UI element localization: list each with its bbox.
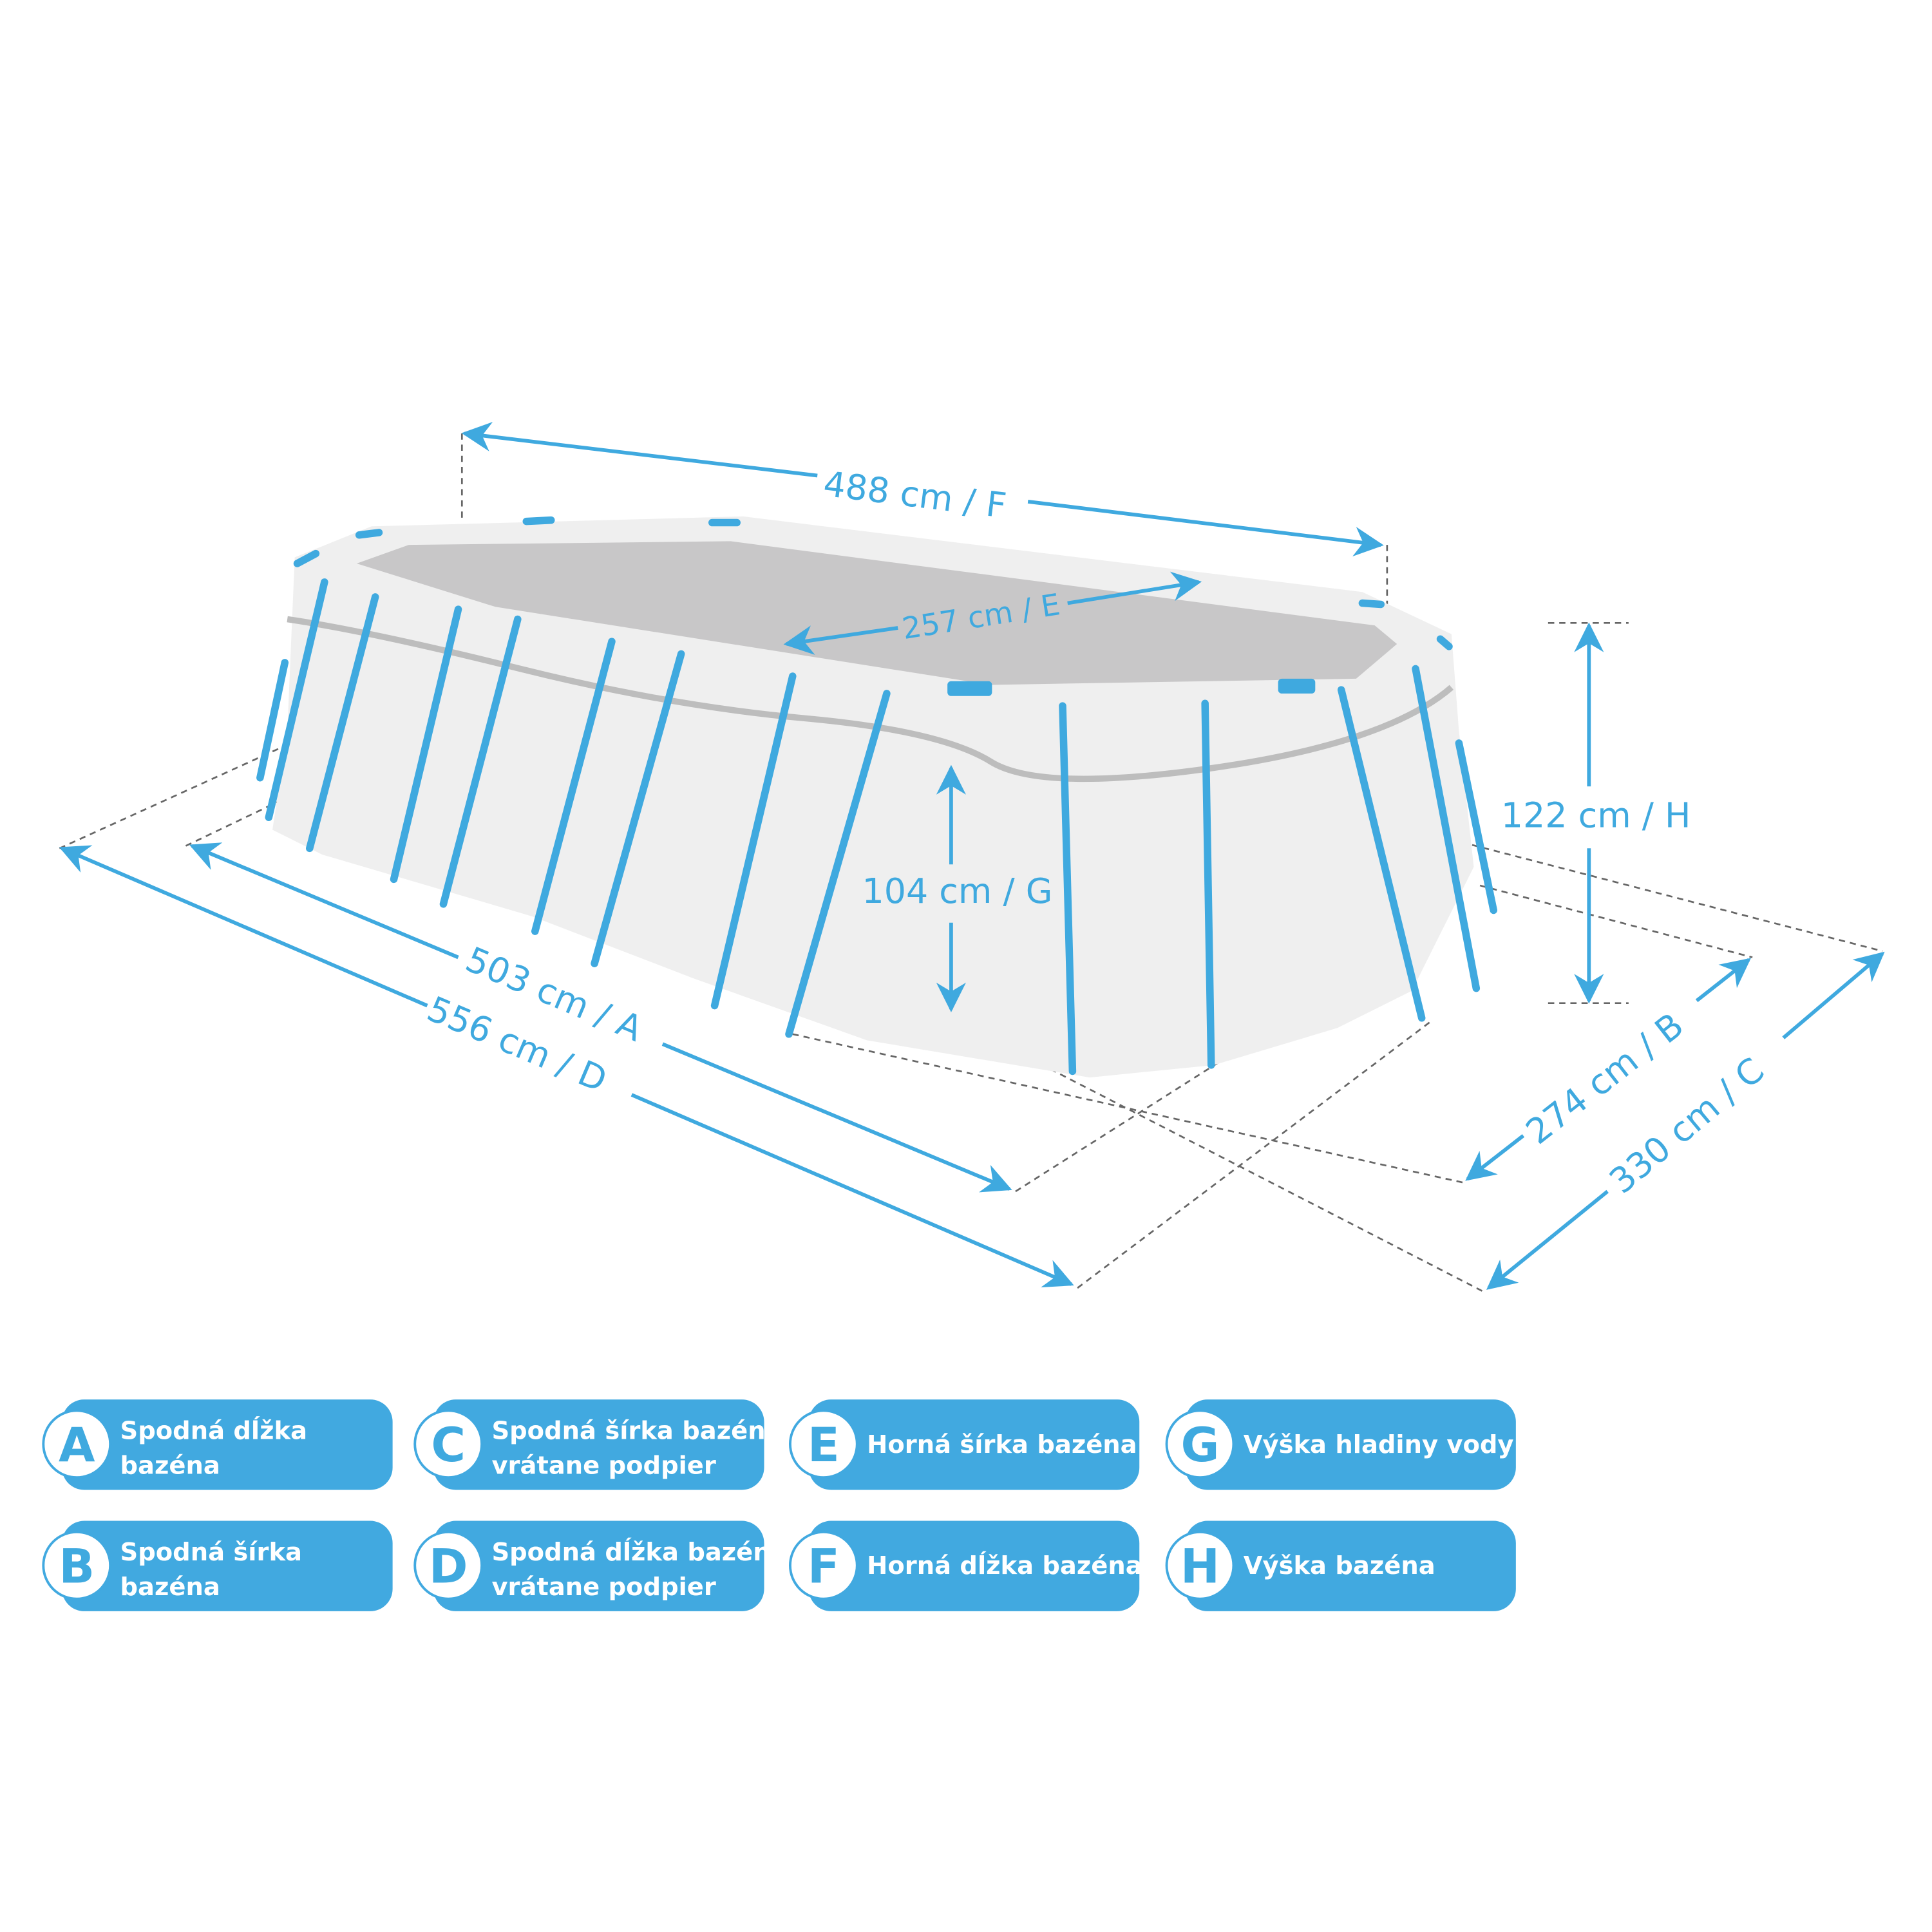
legend-letter-badge [1165, 1409, 1235, 1479]
legend-item-b: B Spodná šírka bazéna [42, 1520, 393, 1611]
dimension-label-f: 488 cm / F [821, 464, 1009, 526]
legend-letter: B [59, 1540, 95, 1595]
legend-letter: D [429, 1540, 468, 1595]
legend-letter-badge [413, 1530, 483, 1600]
legend-text-line1: Spodná dĺžka [120, 1416, 307, 1446]
legend-text-line1: Horná dĺžka bazéna [867, 1550, 1142, 1580]
legend-text-line1: Spodná šírka [120, 1538, 302, 1567]
legend-item-d: D Spodná dĺžka bazéna vrátane podpier [413, 1520, 788, 1611]
legend-item-f: F Horná dĺžka bazéna [789, 1520, 1142, 1611]
legend-letter-badge [42, 1409, 112, 1479]
legend-item-c: C Spodná šírka bazéna vrátane podpier [413, 1399, 782, 1490]
legend-letter: H [1180, 1540, 1220, 1595]
legend-letter: A [59, 1418, 95, 1473]
legend-letter: C [431, 1418, 466, 1473]
legend-text-line2: vrátane podpier [491, 1573, 715, 1602]
pool-illustration [256, 516, 1498, 1078]
legend-pill [1185, 1520, 1516, 1611]
water-surface [356, 541, 1397, 685]
frame-legs [256, 516, 1498, 1075]
legend-letter: F [808, 1540, 840, 1595]
legend-text-line1: Spodná dĺžka bazéna [491, 1537, 787, 1567]
dimension-label-h: 122 cm / H [1501, 795, 1691, 836]
legend-letter: E [808, 1418, 840, 1473]
legend-pill [62, 1399, 393, 1490]
legend-letter-badge [789, 1530, 858, 1600]
legend-pill [433, 1520, 764, 1611]
legend-item-g: G Výška hladiny vody [1165, 1399, 1516, 1490]
legend-pill [808, 1399, 1140, 1490]
legend-pill [433, 1399, 764, 1490]
legend-letter-badge [42, 1530, 112, 1600]
legend-letter-badge [413, 1409, 483, 1479]
legend-pill [808, 1520, 1140, 1611]
legend-letter-badge [1165, 1530, 1235, 1600]
legend-item-e: E Horná šírka bazéna [789, 1399, 1140, 1490]
legend-text-line1: Výška bazéna [1244, 1551, 1435, 1580]
legend-text-line1: Spodná šírka bazéna [491, 1417, 782, 1446]
legend-text-line1: Výška hladiny vody [1244, 1430, 1514, 1459]
legend-text-line1: Horná šírka bazéna [867, 1430, 1137, 1459]
legend-letter: G [1180, 1418, 1219, 1473]
legend-item-a: A Spodná dĺžka bazéna [42, 1399, 393, 1490]
legend-text-line2: bazéna [120, 1451, 220, 1480]
legend-letter-badge [789, 1409, 858, 1479]
legend-text-line2: vrátane podpier [491, 1451, 715, 1480]
legend-text-line2: bazéna [120, 1573, 220, 1602]
dimension-arrows [59, 422, 1885, 1290]
legend-pill [62, 1520, 393, 1611]
dimension-label-g: 104 cm / G [862, 871, 1052, 911]
legend-item-h: H Výška bazéna [1165, 1520, 1516, 1611]
legend-pill [1185, 1399, 1516, 1490]
